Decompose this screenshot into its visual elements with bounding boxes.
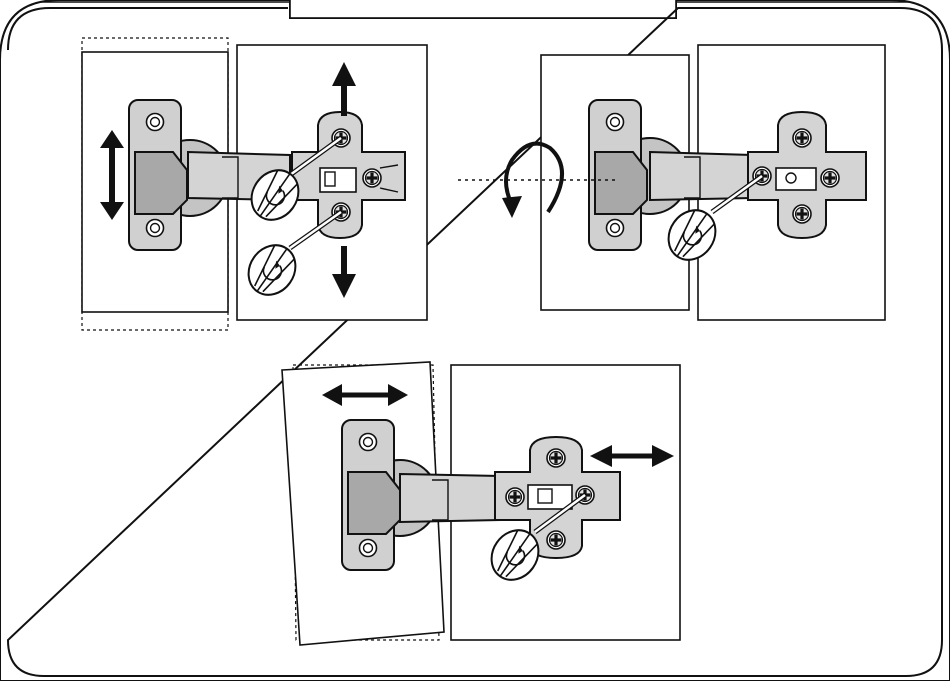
screwdriver-icon: [241, 135, 343, 230]
up-arrow-icon: [332, 62, 356, 116]
rotation-arrow-icon: [502, 141, 564, 218]
screwdriver-icon: [658, 173, 764, 270]
panel-vertical-adjustment: [81, 37, 428, 331]
panel-side-adjustment: [281, 361, 681, 646]
double-arrow-icon: [100, 130, 124, 220]
down-arrow-icon: [332, 246, 356, 298]
screwdriver-icon: [238, 209, 343, 305]
panel-depth-adjustment: [458, 44, 886, 321]
inner-frame: [6, 7, 943, 677]
title-tab: [289, 0, 677, 19]
double-arrow-icon: [322, 384, 408, 406]
double-arrow-icon: [590, 445, 674, 467]
screwdriver-icon: [481, 492, 587, 590]
